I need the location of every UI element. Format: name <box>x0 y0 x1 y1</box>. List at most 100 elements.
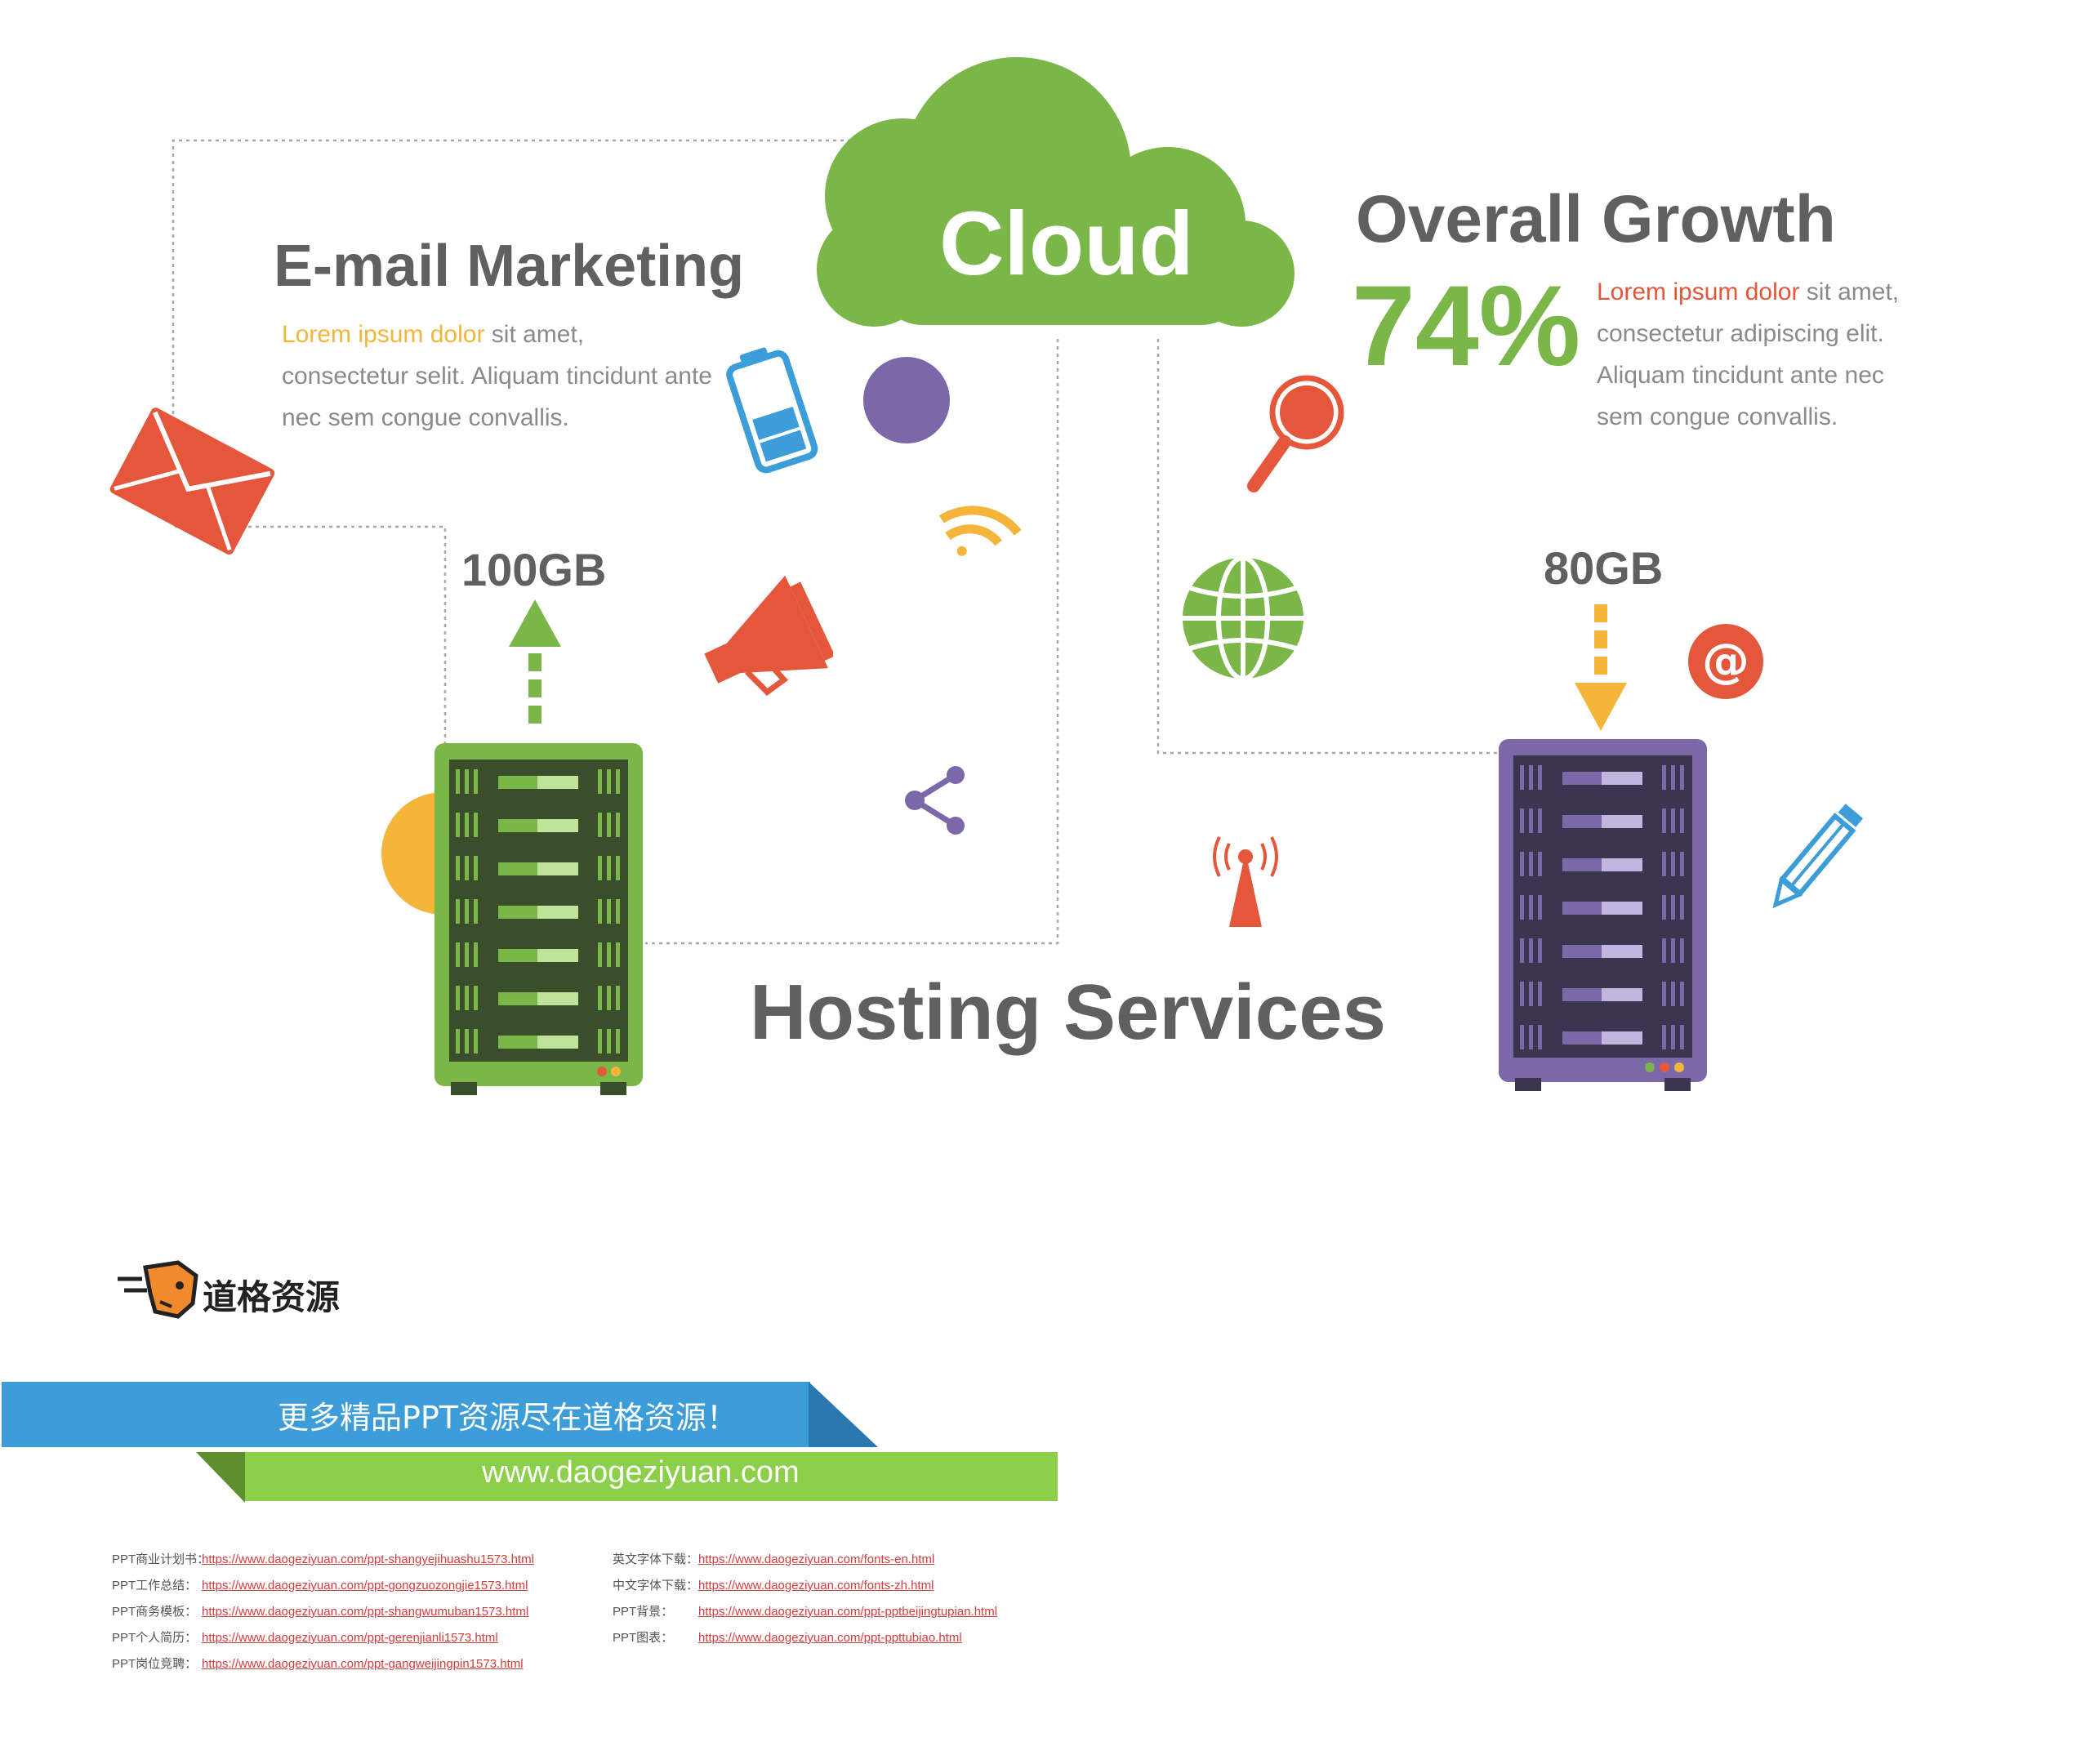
resource-link-row: PPT岗位竞聘： https://www.daogeziyuan.com/ppt-… <box>112 1655 524 1672</box>
resource-link-label: PPT图表： <box>613 1631 674 1645</box>
share-icon <box>905 766 965 835</box>
banner-website[interactable]: www.daogeziyuan.com <box>482 1455 800 1490</box>
rack-slot-part <box>456 942 460 967</box>
rack-slot-part <box>456 899 460 924</box>
resource-link-label: PPT背景： <box>613 1605 674 1619</box>
rack-slot-part <box>498 949 537 962</box>
resource-link-url[interactable]: https://www.daogeziyuan.com/ppt-pptbeiji… <box>698 1605 998 1619</box>
growth-line3: Aliquam tincidunt ante nec <box>1597 362 1884 389</box>
rack-slot-part <box>456 769 460 794</box>
rack-slot-part <box>1538 765 1542 790</box>
rack-slot-part <box>465 899 469 924</box>
resource-link-url[interactable]: https://www.daogeziyuan.com/ppt-shangwum… <box>202 1605 529 1619</box>
rack-slot-part <box>537 1036 578 1049</box>
rack-slot-part <box>1562 988 1602 1001</box>
rack-slot-part <box>1562 945 1602 958</box>
rack-slot-part <box>474 899 478 924</box>
battery-icon <box>726 347 818 474</box>
rack-slot-part <box>1520 1025 1524 1049</box>
rack-slot-part <box>537 819 578 832</box>
rack-slot-part <box>607 856 611 880</box>
rack-slot-part <box>1680 765 1684 790</box>
rack-slot-part <box>616 856 620 880</box>
resource-link-url[interactable]: https://www.daogeziyuan.com/ppt-gerenjia… <box>202 1631 498 1645</box>
rack-slot-part <box>598 986 602 1010</box>
rack-slot-part <box>1602 988 1642 1001</box>
rack-slot-part <box>456 986 460 1010</box>
rack-slot-part <box>1538 938 1542 963</box>
resource-link-row: 中文字体下载：https://www.daogeziyuan.com/fonts… <box>613 1576 934 1593</box>
rack-slot-part <box>1529 1025 1533 1049</box>
rack-slot-part <box>607 769 611 794</box>
resource-link-label: PPT个人简历： <box>112 1631 198 1645</box>
resource-link-label: PPT岗位竞聘： <box>112 1657 198 1671</box>
brand-logo-icon <box>118 1260 198 1319</box>
resource-link-label: PPT工作总结： <box>112 1579 198 1592</box>
resource-link-url[interactable]: https://www.daogeziyuan.com/fonts-zh.htm… <box>698 1579 934 1592</box>
rack-slot-part <box>1662 938 1666 963</box>
email-marketing-description: Lorem ipsum dolor sit amet, consectetur … <box>282 314 712 439</box>
resource-link-row: PPT图表： https://www.daogeziyuan.com/ppt-pp… <box>613 1628 962 1646</box>
rack-slot-part <box>598 942 602 967</box>
rack-slot-part <box>598 769 602 794</box>
rack-slot-part <box>607 942 611 967</box>
rack-slot-part <box>1671 808 1675 833</box>
resource-link-label: 中文字体下载： <box>613 1579 699 1592</box>
rack-slot-part <box>474 856 478 880</box>
rack-slot-part <box>456 813 460 837</box>
resource-link-url[interactable]: https://www.daogeziyuan.com/ppt-ppttubia… <box>698 1631 962 1645</box>
email-line3: nec sem congue convallis. <box>282 404 569 431</box>
growth-line4: sem congue convallis. <box>1597 403 1838 430</box>
rack-slot-part <box>456 1029 460 1054</box>
rack-slot-part <box>1538 852 1542 876</box>
rack-slot-part <box>1520 852 1524 876</box>
rack-slot-part <box>1671 895 1675 920</box>
rack-slot-part <box>1662 895 1666 920</box>
rack-slot-part <box>598 899 602 924</box>
resource-link-url[interactable]: https://www.daogeziyuan.com/ppt-gangweij… <box>202 1657 524 1671</box>
rack-slot-part <box>498 776 537 789</box>
server-green-icon <box>434 743 643 1095</box>
rack-slot-part <box>1529 938 1533 963</box>
rack-slot-part <box>1562 858 1602 871</box>
rack-slot-part <box>607 813 611 837</box>
rack-slot-part <box>498 906 537 919</box>
rack-slot-part <box>1602 902 1642 915</box>
left-server-capacity: 100GB <box>461 544 607 595</box>
rack-slot-part <box>1602 772 1642 785</box>
rack-slot-part <box>456 856 460 880</box>
upload-arrow-icon <box>509 599 561 724</box>
overall-growth-title: Overall Growth <box>1356 182 1836 256</box>
resource-link-url[interactable]: https://www.daogeziyuan.com/fonts-en.htm… <box>698 1552 935 1566</box>
rack-slot-part <box>1671 852 1675 876</box>
rack-slot-part <box>1529 982 1533 1006</box>
rack-slot-part <box>474 813 478 837</box>
rack-slot-part <box>537 949 578 962</box>
rack-slot-part <box>1662 1025 1666 1049</box>
rack-slot-part <box>607 986 611 1010</box>
email-highlight: Lorem ipsum dolor <box>282 321 485 348</box>
growth-line1: sit amet, <box>1799 278 1900 305</box>
rack-slot-part <box>607 899 611 924</box>
rack-slot-part <box>1680 1025 1684 1049</box>
rack-slot-part <box>474 942 478 967</box>
resource-link-url[interactable]: https://www.daogeziyuan.com/ppt-gongzuoz… <box>202 1579 528 1592</box>
rack-slot-part <box>1529 765 1533 790</box>
purple-dot <box>863 357 950 443</box>
rack-slot-part <box>465 986 469 1010</box>
email-line2: consectetur selit. Aliquam tincidunt ant… <box>282 363 712 390</box>
server-purple-icon <box>1499 739 1707 1091</box>
email-marketing-title: E-mail Marketing <box>274 234 745 299</box>
rack-slot-part <box>1529 808 1533 833</box>
rack-slot-part <box>1538 895 1542 920</box>
rack-slot-part <box>498 1036 537 1049</box>
rack-slot-part <box>1529 895 1533 920</box>
svg-text:@: @ <box>1702 633 1749 688</box>
rack-slot-part <box>537 862 578 875</box>
rack-slot-part <box>616 942 620 967</box>
cloud-label: Cloud <box>939 194 1194 294</box>
rack-slot-part <box>1602 858 1642 871</box>
rack-slot-part <box>1602 815 1642 828</box>
resource-link-url[interactable]: https://www.daogeziyuan.com/ppt-shangyej… <box>202 1552 534 1566</box>
